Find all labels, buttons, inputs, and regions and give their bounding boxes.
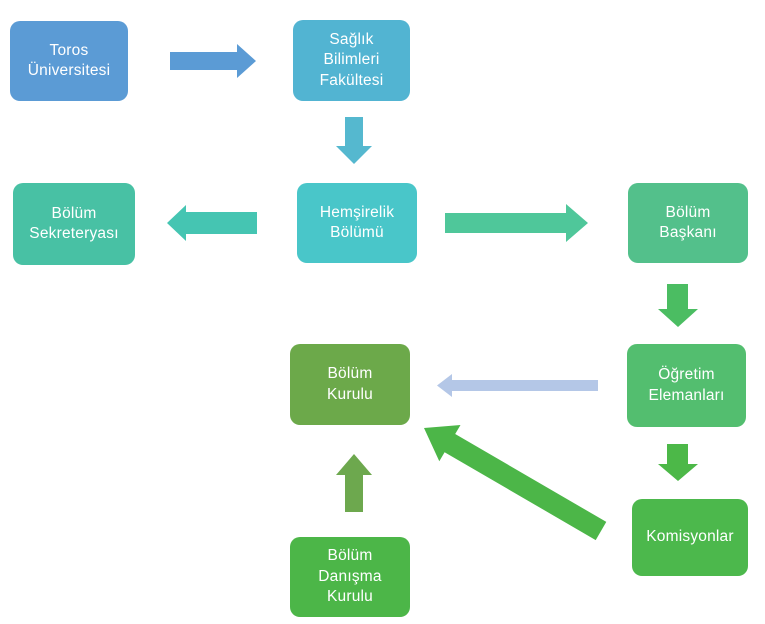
node-komisyonlar: Komisyonlar xyxy=(632,499,748,576)
node-label: Sağlık Bilimleri Fakültesi xyxy=(319,30,384,89)
arrow-right-toros-to-saglik xyxy=(170,44,256,78)
arrow-down-baskani-to-ogretim xyxy=(658,284,698,327)
node-label: Bölüm Sekreteryası xyxy=(29,204,119,242)
node-ogretim-elemanlari: Öğretim Elemanları xyxy=(627,344,746,427)
arrow-down-ogretim-to-komisyonlar xyxy=(658,444,698,481)
node-label: Bölüm Başkanı xyxy=(659,203,717,241)
node-label: Bölüm Kurulu xyxy=(326,365,373,403)
arrow-left-ogretim-to-kurulu xyxy=(437,374,598,397)
node-label: Bölüm Danışma Kurulu xyxy=(318,547,382,606)
arrow-left-hemsirelik-to-sekreterya xyxy=(167,205,257,241)
node-label: Komisyonlar xyxy=(646,528,734,546)
node-toros-universitesi: Toros Üniversitesi xyxy=(10,21,128,101)
node-bolum-sekreteryasi: Bölüm Sekreteryası xyxy=(13,183,135,265)
node-bolum-baskani: Bölüm Başkanı xyxy=(628,183,748,263)
arrow-up-danisma-to-kurulu xyxy=(336,454,372,512)
node-saglik-bilimleri-fakultesi: Sağlık Bilimleri Fakültesi xyxy=(293,20,410,101)
node-label: Toros Üniversitesi xyxy=(27,41,111,79)
node-label: Hemşirelik Bölümü xyxy=(319,203,395,241)
node-bolum-kurulu: Bölüm Kurulu xyxy=(290,344,410,425)
node-hemsirelik-bolumu: Hemşirelik Bölümü xyxy=(297,183,417,263)
node-label: Öğretim Elemanları xyxy=(648,366,725,404)
node-bolum-danisma-kurulu: Bölüm Danışma Kurulu xyxy=(290,537,410,617)
arrow-down-saglik-to-hemsirelik xyxy=(336,117,372,164)
arrow-right-hemsirelik-to-baskani xyxy=(445,204,588,242)
arrow-diagonal-komisyonlar-to-kurulu xyxy=(424,425,607,541)
